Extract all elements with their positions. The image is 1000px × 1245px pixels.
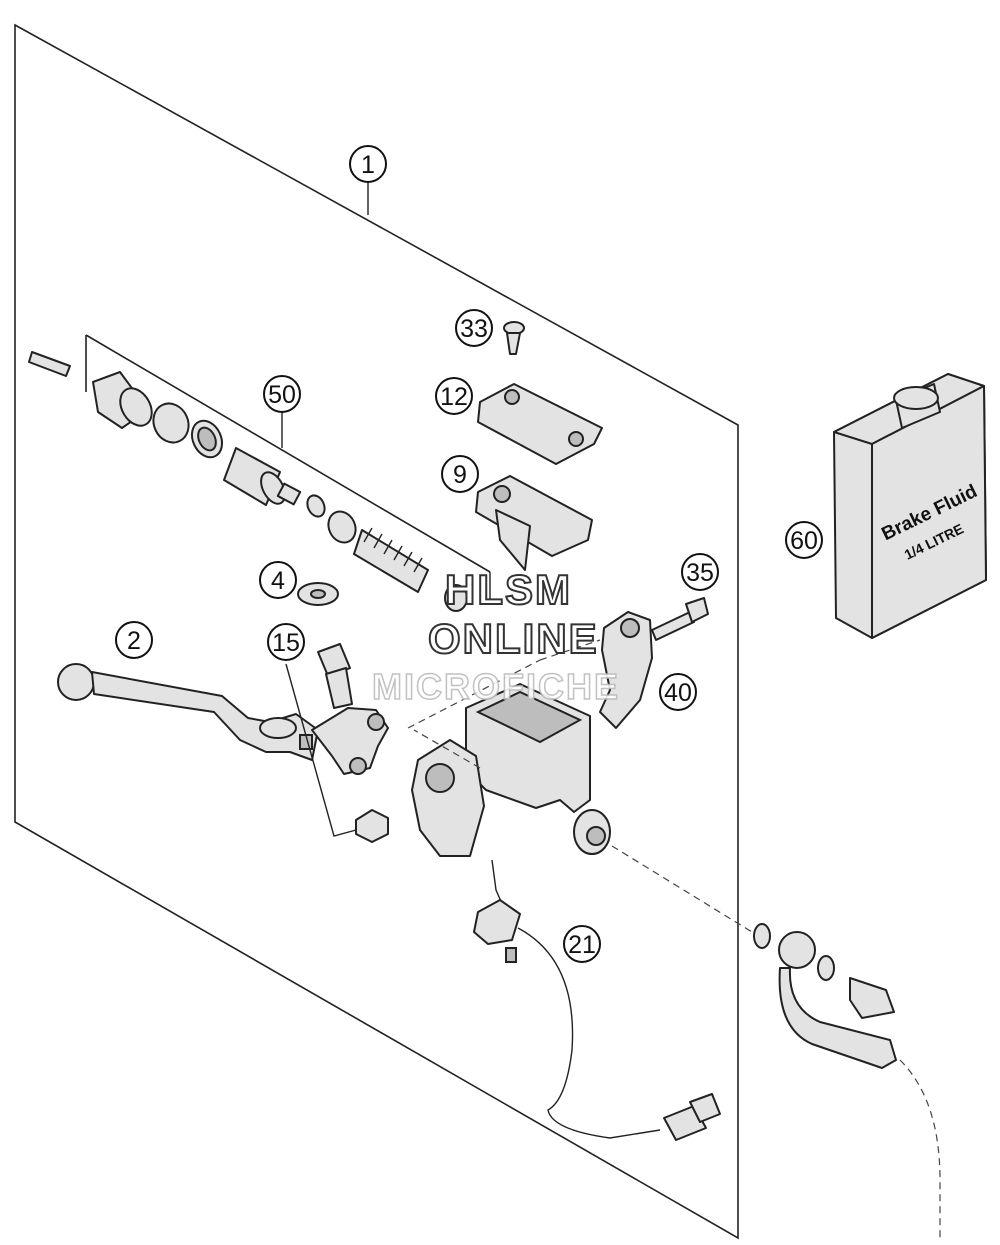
reservoir-cover-part [477, 383, 603, 465]
callout-label: 50 [268, 381, 296, 409]
callout-label: 12 [440, 383, 468, 411]
callout-label: 60 [790, 527, 818, 555]
piston-kit-frame [85, 334, 491, 605]
callout-label: 35 [686, 559, 714, 587]
watermark-line1: HLSM [444, 565, 572, 614]
callout-label: 40 [664, 679, 692, 707]
callout-33: 33 [455, 309, 493, 347]
callout-15: 15 [267, 623, 305, 661]
callout-label: 9 [453, 461, 467, 489]
pivot-bolt-part [285, 643, 389, 843]
watermark-line2: ONLINE [427, 614, 599, 663]
callout-40: 40 [659, 673, 697, 711]
brake-hose-part [611, 845, 941, 1240]
callout-label: 15 [272, 629, 300, 657]
callout-label: 4 [271, 567, 285, 595]
brake-fluid-bottle: Brake Fluid 1/4 LITRE [833, 373, 987, 639]
brake-lever-part [57, 663, 319, 761]
callout-9: 9 [441, 455, 479, 493]
brake-switch-part [473, 859, 721, 1141]
callout-21: 21 [563, 925, 601, 963]
diaphragm-part [475, 475, 593, 571]
piston-kit-parts [28, 351, 468, 612]
callout-label: 21 [568, 931, 596, 959]
callout-label: 33 [460, 315, 488, 343]
callout-1: 1 [349, 145, 387, 183]
callout-label: 2 [127, 627, 141, 655]
callout-4: 4 [259, 561, 297, 599]
assembly-guide-lines [407, 639, 601, 769]
callout-50: 50 [263, 375, 301, 413]
watermark-line3: MICROFICHE [371, 665, 620, 708]
callout-12: 12 [435, 377, 473, 415]
callout-2: 2 [115, 621, 153, 659]
callout-60: 60 [785, 521, 823, 559]
clamp-bolt-part [651, 597, 709, 641]
cap-screw-part [503, 321, 525, 355]
clamp-part [599, 611, 653, 729]
callout-label: 1 [361, 151, 375, 179]
master-cylinder-body-part [411, 683, 611, 857]
callout-35: 35 [681, 553, 719, 591]
assembly-frame [14, 23, 739, 1240]
washer-part [297, 582, 339, 606]
